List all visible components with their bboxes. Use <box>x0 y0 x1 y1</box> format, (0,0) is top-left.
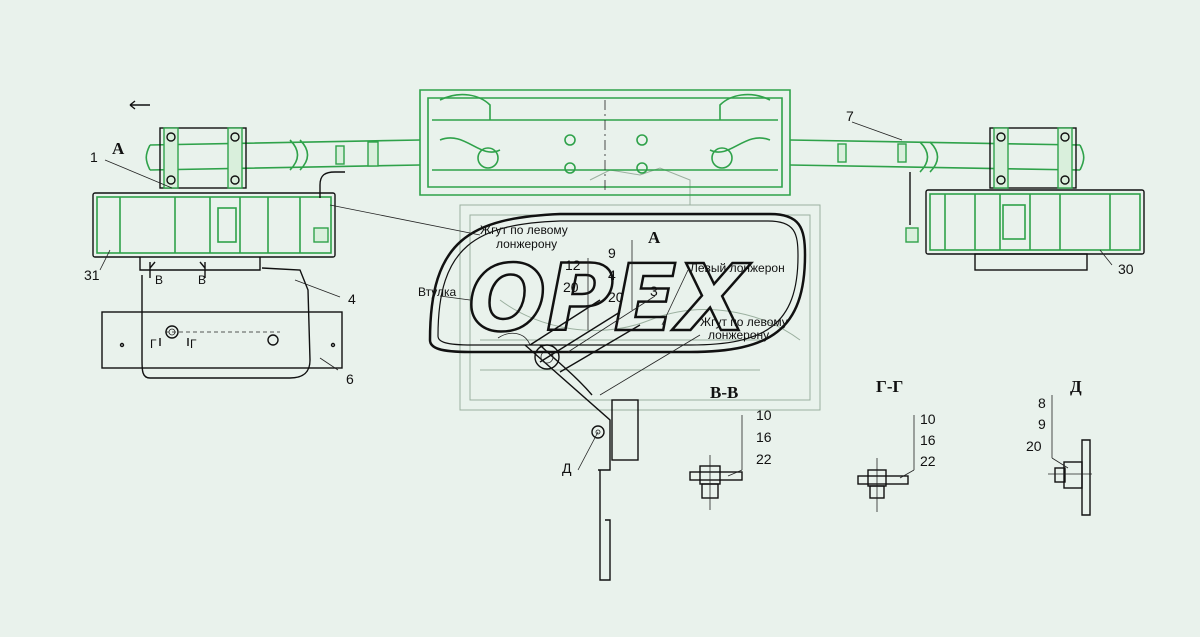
cut-v-right: В <box>198 273 206 287</box>
view-a-title: А <box>648 228 661 247</box>
callout-12: 12 <box>565 257 581 273</box>
section-vv-item-2: 16 <box>756 429 772 445</box>
callout-7: 7 <box>846 108 854 124</box>
callout-3: 3 <box>650 283 658 299</box>
bushing-label: Втулка <box>418 285 456 299</box>
callout-30: 30 <box>1118 261 1134 277</box>
detail-d-item-3: 20 <box>1026 438 1042 454</box>
callout-9: 9 <box>608 245 616 261</box>
harness-left-label-2: лонжерону <box>496 237 557 251</box>
crossmember <box>419 89 791 196</box>
callout-6: 6 <box>346 371 354 387</box>
leader-lines <box>99 121 1113 471</box>
left-spar-label: Левый лонжерон <box>690 261 785 275</box>
section-gg-drawing <box>857 415 915 512</box>
section-vv-item-1: 10 <box>756 407 772 423</box>
detail-d-item-1: 8 <box>1038 395 1046 411</box>
watermark-text: OPEX <box>468 245 751 352</box>
cut-g-left: Г <box>150 337 157 351</box>
section-vv-drawing <box>689 415 743 510</box>
section-gg-item-1: 10 <box>920 411 936 427</box>
detail-d-title: Д <box>1070 377 1082 396</box>
callout-20-right: 20 <box>608 289 624 305</box>
section-cut-marks <box>129 100 206 346</box>
callout-4-view-a: 4 <box>608 267 616 283</box>
left-lamp-assembly <box>92 127 345 379</box>
callout-20-left: 20 <box>563 279 579 295</box>
harness-spar-label-1: Жгут по левому <box>700 315 788 329</box>
detail-d-marker: Д <box>562 460 572 476</box>
right-lamp-assembly <box>905 127 1145 271</box>
callout-4: 4 <box>348 291 356 307</box>
section-vv-item-3: 22 <box>756 451 772 467</box>
section-vv-title: В-В <box>710 383 738 402</box>
section-gg-item-3: 22 <box>920 453 936 469</box>
callout-31: 31 <box>84 267 100 283</box>
harness-spar-label-2: лонжерону <box>708 328 769 342</box>
section-gg-title: Г-Г <box>876 377 903 396</box>
view-a-arrow-label: А <box>112 139 125 158</box>
watermark: OPEX <box>428 212 807 354</box>
labels: 1 7 31 30 4 6 3 12 20 9 4 20 А А В В Г Г… <box>84 108 1134 476</box>
rails <box>145 139 1085 173</box>
plate-6 <box>101 311 343 369</box>
callout-1: 1 <box>90 149 98 165</box>
harness-left-label-1: Жгут по левому <box>480 223 568 237</box>
detail-d-drawing <box>1048 395 1092 516</box>
section-gg-item-2: 16 <box>920 432 936 448</box>
detail-d-item-2: 9 <box>1038 416 1046 432</box>
cut-v-left: В <box>155 273 163 287</box>
cut-g-right: Г <box>190 337 197 351</box>
